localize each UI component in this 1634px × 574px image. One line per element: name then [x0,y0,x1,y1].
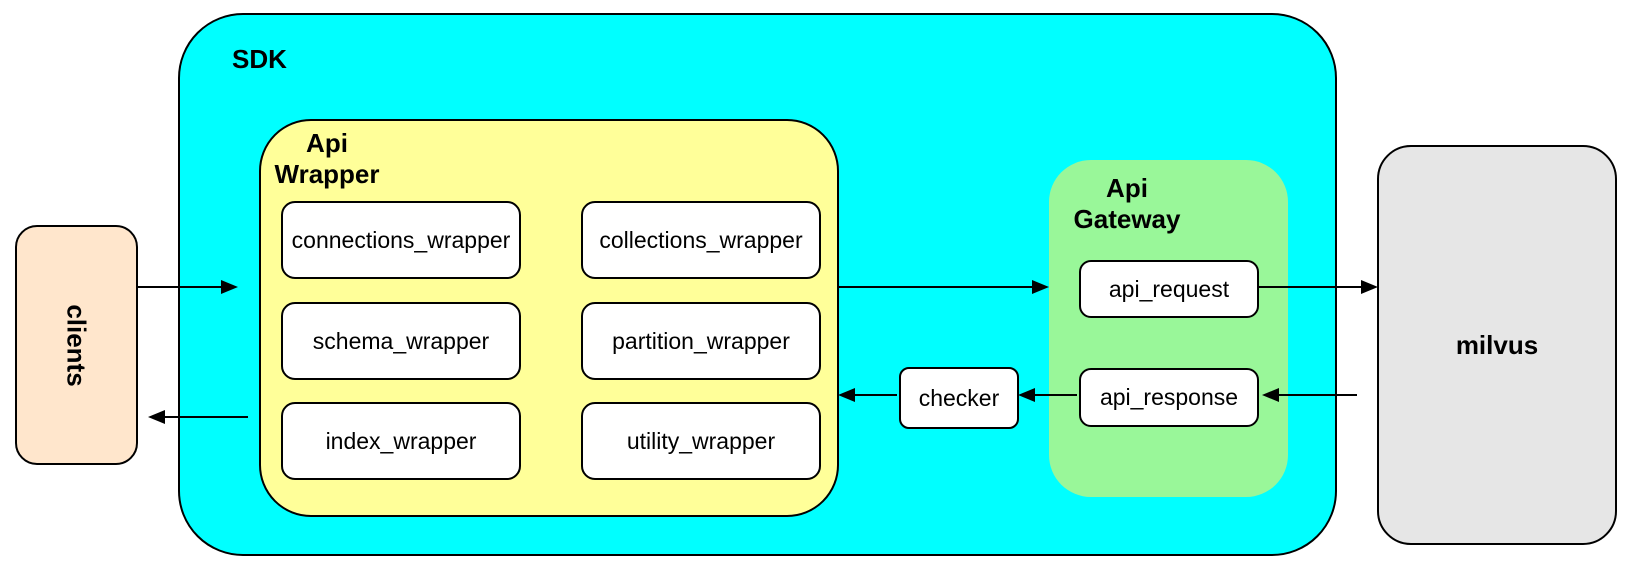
node-milvus: milvus [1377,145,1617,545]
collections-wrapper-label: collections_wrapper [599,226,803,253]
node-schema-wrapper: schema_wrapper [281,302,521,380]
schema-wrapper-label: schema_wrapper [312,327,490,354]
node-index-wrapper: index_wrapper [281,402,521,480]
arrowhead-left-icon [838,388,855,402]
milvus-label: milvus [1455,329,1539,360]
arrowhead-left-icon [1262,388,1279,402]
api-request-label: api_request [1108,275,1230,302]
checker-label: checker [918,384,1000,411]
arrowhead-left-icon [148,410,165,424]
node-checker: checker [899,367,1019,429]
arrowhead-left-icon [1018,388,1035,402]
node-api-request: api_request [1079,260,1259,318]
arrowhead-right-icon [1032,280,1049,294]
api-gateway-label: Api Gateway [1073,173,1181,234]
node-partition-wrapper: partition_wrapper [581,302,821,380]
api-response-label: api_response [1099,384,1239,410]
node-clients: clients [15,225,138,465]
container-api-wrapper: Api Wrapper connections_wrapper collecti… [259,119,839,517]
node-connections-wrapper: connections_wrapper [281,201,521,279]
utility-wrapper-label: utility_wrapper [626,427,776,454]
container-api-gateway: Api Gateway api_request api_response [1049,160,1288,497]
index-wrapper-label: index_wrapper [325,427,477,454]
partition-wrapper-label: partition_wrapper [612,327,790,354]
sdk-label: SDK [232,44,287,74]
api-wrapper-label: Api Wrapper [274,128,380,189]
container-sdk: SDK Api Wrapper connections_wrapper coll… [178,13,1337,556]
connections-wrapper-label: connections_wrapper [291,226,511,253]
node-utility-wrapper: utility_wrapper [581,402,821,480]
clients-label: clients [62,303,92,387]
arrowhead-right-icon [1361,280,1378,294]
arrowhead-right-icon [221,280,238,294]
node-collections-wrapper: collections_wrapper [581,201,821,279]
node-api-response: api_response [1079,368,1259,427]
